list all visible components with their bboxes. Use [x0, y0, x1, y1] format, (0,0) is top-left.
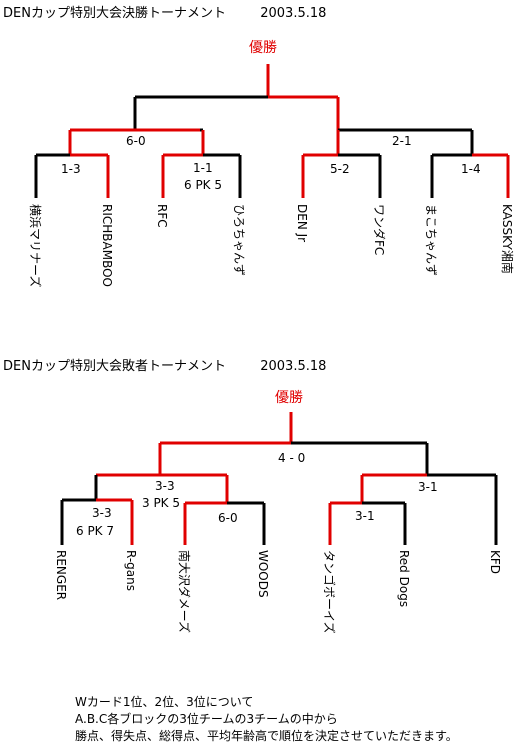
- consolation-score-qf1b: 6 PK 7: [76, 524, 114, 538]
- consolation-team-6: Red Dogs: [397, 550, 411, 607]
- final-title: DENカップ特別大会決勝トーナメント 2003.5.18: [3, 2, 326, 21]
- final-score-semi-right: 2-1: [392, 134, 412, 148]
- consolation-team-2: R-gans: [124, 550, 138, 591]
- final-team-7: まこちゃんず: [424, 204, 438, 276]
- note-line-2: A.B.C各ブロックの3位チームの3チームの中から: [75, 712, 338, 726]
- consolation-bracket: 優勝 4 - 0 3-3 3 PK 5 3-1 3-3 6 PK 7 6-0: [54, 390, 502, 634]
- consolation-score-qf3: 3-1: [355, 509, 375, 523]
- consolation-team-1: RENGER: [54, 550, 68, 600]
- final-score-qf3: 5-2: [330, 162, 350, 176]
- consolation-team-4: WOODS: [256, 550, 270, 598]
- final-team-5: DEN Jr: [295, 204, 309, 242]
- final-bracket-svg: 優勝 6-0 2-1 1-3 1-1 6 PK 5: [28, 40, 515, 287]
- consolation-score-final: 4 - 0: [278, 451, 305, 465]
- consolation-title: DENカップ特別大会敗者トーナメント 2003.5.18: [3, 355, 326, 374]
- consolation-team-5: タンゴボーイズ: [322, 550, 337, 634]
- final-score-qf4: 1-4: [461, 162, 481, 176]
- consolation-score-semi-right: 3-1: [418, 480, 438, 494]
- final-bracket: 優勝 6-0 2-1 1-3 1-1 6 PK 5: [0, 0, 520, 330]
- consolation-score-qf1a: 3-3: [92, 506, 112, 520]
- final-score-qf2b: 6 PK 5: [184, 178, 222, 192]
- final-team-8: KASSKY湘南: [500, 204, 515, 274]
- consolation-title-text: DENカップ特別大会敗者トーナメント: [3, 359, 226, 374]
- consolation-date: 2003.5.18: [260, 359, 327, 374]
- final-team-2: RICHBAMBOO: [100, 204, 114, 287]
- final-team-3: RFC: [155, 204, 169, 228]
- consolation-champion-label: 優勝: [275, 390, 303, 406]
- final-champion-label: 優勝: [249, 40, 277, 56]
- final-score-qf2a: 1-1: [193, 161, 213, 175]
- final-team-6: ワンダFC: [372, 204, 387, 255]
- consolation-score-semi-a: 3-3: [155, 479, 175, 493]
- consolation-score-semi-b: 3 PK 5: [142, 496, 180, 510]
- consolation-bracket-svg: 優勝 4 - 0 3-3 3 PK 5 3-1 3-3 6 PK 7 6-0: [54, 390, 502, 634]
- consolation-team-3: 南大沢ダメーズ: [177, 550, 192, 633]
- final-title-text: DENカップ特別大会決勝トーナメント: [3, 6, 226, 21]
- final-score-qf1: 1-3: [61, 162, 81, 176]
- final-team-1: 横浜マリナーズ: [28, 204, 43, 287]
- consolation-score-qf2: 6-0: [218, 511, 238, 525]
- note-line-3: 勝点、得失点、総得点、平均年齢高で順位を決定させていただきます。: [75, 729, 458, 743]
- consolation-team-7: KFD: [488, 550, 502, 574]
- final-date: 2003.5.18: [260, 6, 327, 21]
- wildcard-note: Wカード1位、2位、3位について A.B.C各ブロックの3位チームの3チームの中…: [75, 694, 458, 745]
- final-team-4: ひろちゃんず: [232, 204, 246, 276]
- final-score-semi-left: 6-0: [126, 134, 146, 148]
- note-line-1: Wカード1位、2位、3位について: [75, 695, 254, 709]
